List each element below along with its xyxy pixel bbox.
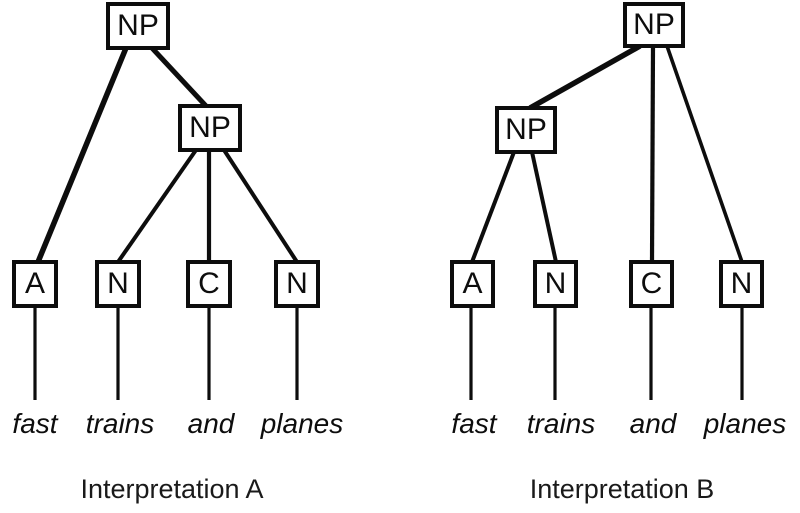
- edge-a-edge-np-n1: [116, 148, 198, 264]
- edge-b-edge-np-n1: [530, 151, 558, 263]
- node-a-pos-a[interactable]: A: [12, 260, 58, 308]
- node-a-np-root[interactable]: NP: [106, 2, 170, 50]
- word-a-word-trains: trains: [86, 408, 154, 439]
- node-box-b-pos-n2: [719, 260, 764, 308]
- node-label-a-pos-c: C: [198, 267, 220, 300]
- node-box-a-pos-a: [12, 260, 58, 308]
- node-box-a-pos-c: [186, 260, 232, 308]
- word-a-word-fast: fast: [12, 408, 58, 439]
- node-box-a-pos-n1: [95, 260, 141, 308]
- node-label-b-pos-n1: N: [545, 267, 567, 300]
- node-box-b-pos-c: [629, 260, 674, 308]
- node-a-pos-c[interactable]: C: [186, 260, 232, 308]
- node-label-a-np-inner: NP: [189, 111, 231, 144]
- node-b-pos-c[interactable]: C: [629, 260, 674, 308]
- node-label-b-np-inner: NP: [505, 113, 547, 146]
- node-label-b-pos-a: A: [462, 267, 482, 300]
- edge-a-edge-root-a: [35, 46, 129, 264]
- node-b-np-inner[interactable]: NP: [495, 106, 557, 154]
- word-b-word-and: and: [630, 408, 678, 439]
- node-b-pos-n2[interactable]: N: [719, 260, 764, 308]
- node-label-b-pos-c: C: [641, 267, 663, 300]
- word-a-word-and: and: [188, 408, 236, 439]
- caption-interpretation-a: Interpretation A: [80, 474, 263, 504]
- node-box-b-np-root: [623, 2, 685, 48]
- word-b-word-trains: trains: [527, 408, 595, 439]
- caption-interpretation-b: Interpretation B: [530, 474, 715, 504]
- node-label-a-pos-n1: N: [107, 267, 129, 300]
- node-b-pos-a[interactable]: A: [450, 260, 495, 308]
- node-box-a-np-inner: [178, 104, 242, 152]
- node-box-b-np-inner: [495, 106, 557, 154]
- node-box-a-np-root: [106, 2, 170, 50]
- edge-b-edge-root-np: [528, 43, 642, 111]
- node-label-b-np-root: NP: [633, 8, 675, 41]
- node-box-a-pos-n2: [274, 260, 320, 308]
- word-a-word-planes: planes: [260, 408, 344, 439]
- edge-a-edge-np-n2: [222, 148, 299, 264]
- node-label-a-pos-n2: N: [286, 267, 308, 300]
- edge-b-edge-root-n2: [665, 45, 744, 263]
- node-a-pos-n1[interactable]: N: [95, 260, 141, 308]
- edge-b-edge-np-a: [470, 151, 516, 263]
- node-b-pos-n1[interactable]: N: [533, 260, 578, 308]
- node-b-np-root[interactable]: NP: [623, 2, 685, 48]
- word-b-word-fast: fast: [451, 408, 497, 439]
- node-label-a-np-root: NP: [117, 9, 159, 42]
- node-box-b-pos-n1: [533, 260, 578, 308]
- edge-a-edge-root-np: [150, 46, 208, 108]
- node-a-np-inner[interactable]: NP: [178, 104, 242, 152]
- node-label-b-pos-n2: N: [731, 267, 753, 300]
- node-a-pos-n2[interactable]: N: [274, 260, 320, 308]
- word-b-word-planes: planes: [703, 408, 787, 439]
- node-box-b-pos-a: [450, 260, 495, 308]
- edge-b-edge-root-c: [649, 45, 656, 263]
- node-label-a-pos-a: A: [25, 267, 45, 300]
